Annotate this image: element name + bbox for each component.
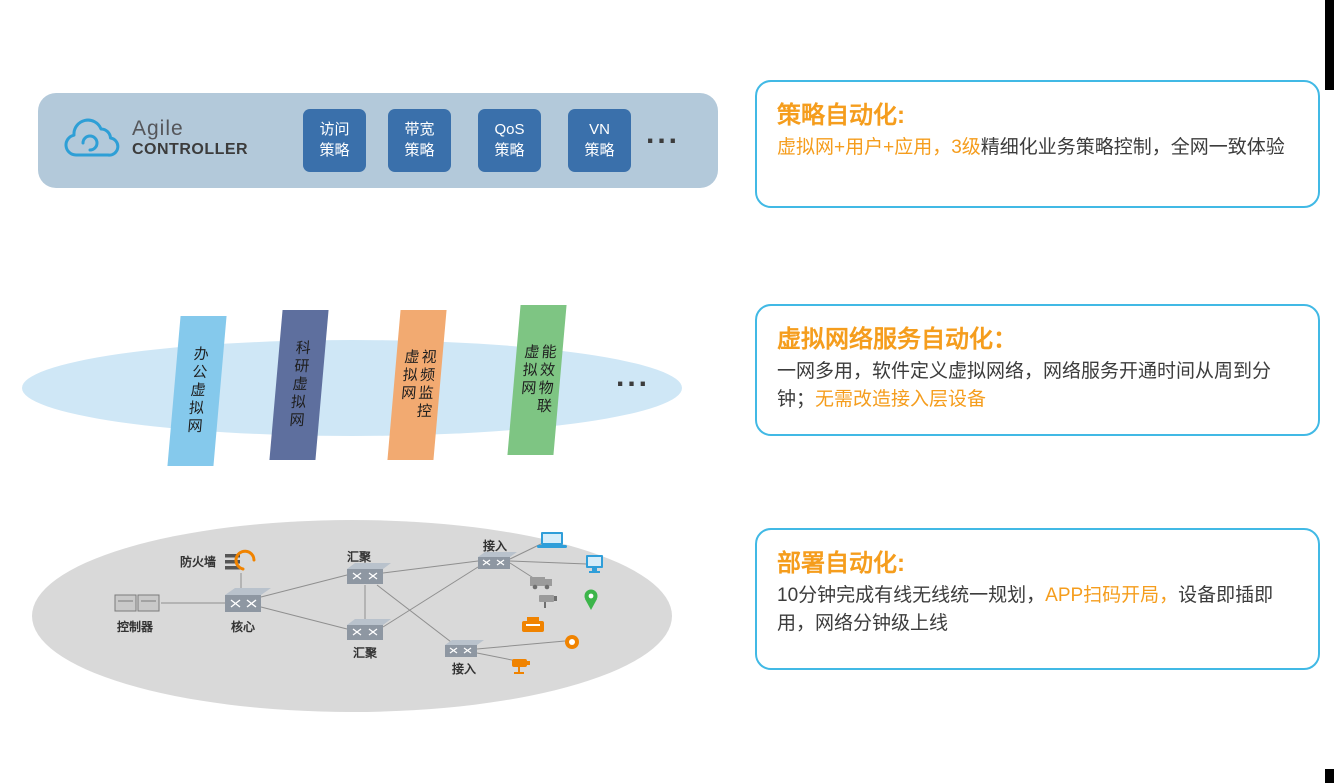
vn-panel-label: 能效物联 虚拟网 — [518, 344, 558, 416]
firewall-icon — [225, 549, 256, 571]
dome-camera-icon — [565, 635, 579, 649]
callout-text-segment: 精细化业务策略控制，全网一致体验 — [980, 137, 1285, 158]
vn-ellipsis: ... — [616, 360, 651, 393]
policy-tile-access: 访问 策略 — [303, 109, 366, 172]
policy-tile-vn: VN 策略 — [568, 109, 631, 172]
brand: Agile CONTROLLER — [132, 117, 248, 159]
label-aggregation-top: 汇聚 — [347, 550, 372, 564]
callout-text-segment: 一网多用，软件定义虚拟网络，网络服务开通时间从周到分钟； — [777, 361, 1272, 410]
callout-virtual-network-automation: 虚拟网络服务自动化： 一网多用，软件定义虚拟网络，网络服务开通时间从周到分钟；无… — [755, 304, 1320, 436]
controller-bar: Agile CONTROLLER 访问 策略 带宽 策略 QoS 策略 VN 策… — [38, 93, 718, 188]
policy-tile-qos: QoS 策略 — [478, 109, 541, 172]
label-access-top: 接入 — [483, 538, 507, 553]
callout-text-segment: 无需改造接入层设备 — [815, 388, 987, 410]
policy-tile-bandwidth: 带宽 策略 — [388, 109, 451, 172]
callout-deployment-automation: 部署自动化: 10分钟完成有线无线统一规划，APP扫码开局，设备即插即用，网络分… — [755, 528, 1320, 670]
network-controller-icon — [114, 594, 160, 612]
printer-icon — [522, 617, 544, 632]
monitor-icon — [586, 555, 603, 573]
access-switch-top-icon — [478, 552, 517, 569]
brand-agile: Agile — [132, 117, 184, 140]
label-core: 核心 — [231, 619, 255, 634]
vn-panel-label: 科研虚拟网 — [286, 340, 312, 430]
callout-text-segment: APP扫码开局， — [1045, 585, 1179, 606]
callout-body: 10分钟完成有线无线统一规划，APP扫码开局，设备即插即用，网络分钟级上线 — [777, 582, 1298, 637]
vn-panel-office: 办公虚拟网 — [167, 316, 227, 466]
access-switch-bottom-icon — [445, 640, 484, 657]
vn-panel-research: 科研虚拟网 — [269, 310, 329, 460]
cloud-logo-icon — [64, 118, 120, 157]
label-aggregation-bottom: 汇聚 — [353, 646, 378, 660]
truck-icon — [530, 577, 552, 590]
callout-text-segment: 虚拟网+用户+应用，3级 — [777, 137, 981, 158]
callout-body: 虚拟网+用户+应用，3级精细化业务策略控制，全网一致体验 — [777, 134, 1298, 162]
slide-edge-top — [1325, 0, 1334, 90]
vn-panel-label: 办公虚拟网 — [184, 346, 210, 436]
callout-title: 部署自动化: — [777, 550, 905, 577]
callout-text-segment: 10分钟完成有线无线统一规划， — [777, 585, 1046, 606]
physical-network-diagram: 控制器 防火墙 核心 汇聚 汇聚 接入 — [32, 520, 672, 712]
slide-edge-bottom — [1325, 769, 1334, 783]
brand-controller: CONTROLLER — [132, 141, 249, 158]
location-pin-icon — [584, 589, 598, 610]
vn-panel-energy: 能效物联 虚拟网 — [507, 305, 567, 455]
callout-text-segment: 设备即插即用，网络分钟级上线 — [777, 585, 1274, 634]
ptz-camera-icon — [512, 659, 530, 674]
aggregation-switch-bottom-icon — [347, 619, 391, 640]
core-switch-icon — [225, 588, 271, 612]
policy-ellipsis: ... — [646, 117, 681, 150]
callout-policy-automation: 策略自动化: 虚拟网+用户+应用，3级精细化业务策略控制，全网一致体验 — [755, 80, 1320, 208]
vn-panel-label: 视频监控 虚拟网 — [398, 349, 438, 421]
physical-network-ellipse — [32, 520, 672, 712]
label-access-bottom: 接入 — [452, 661, 476, 676]
label-firewall: 防火墙 — [180, 554, 216, 569]
callout-title: 虚拟网络服务自动化： — [777, 326, 1017, 353]
vn-panel-video: 视频监控 虚拟网 — [387, 310, 447, 460]
laptop-icon — [537, 532, 567, 548]
cctv-camera-gray-icon — [539, 595, 557, 608]
virtual-network-ellipse — [22, 340, 682, 436]
label-controller: 控制器 — [117, 619, 154, 634]
callout-title: 策略自动化: — [777, 102, 905, 129]
aggregation-switch-top-icon — [347, 563, 391, 584]
callout-body: 一网多用，软件定义虚拟网络，网络服务开通时间从周到分钟；无需改造接入层设备 — [777, 358, 1298, 413]
